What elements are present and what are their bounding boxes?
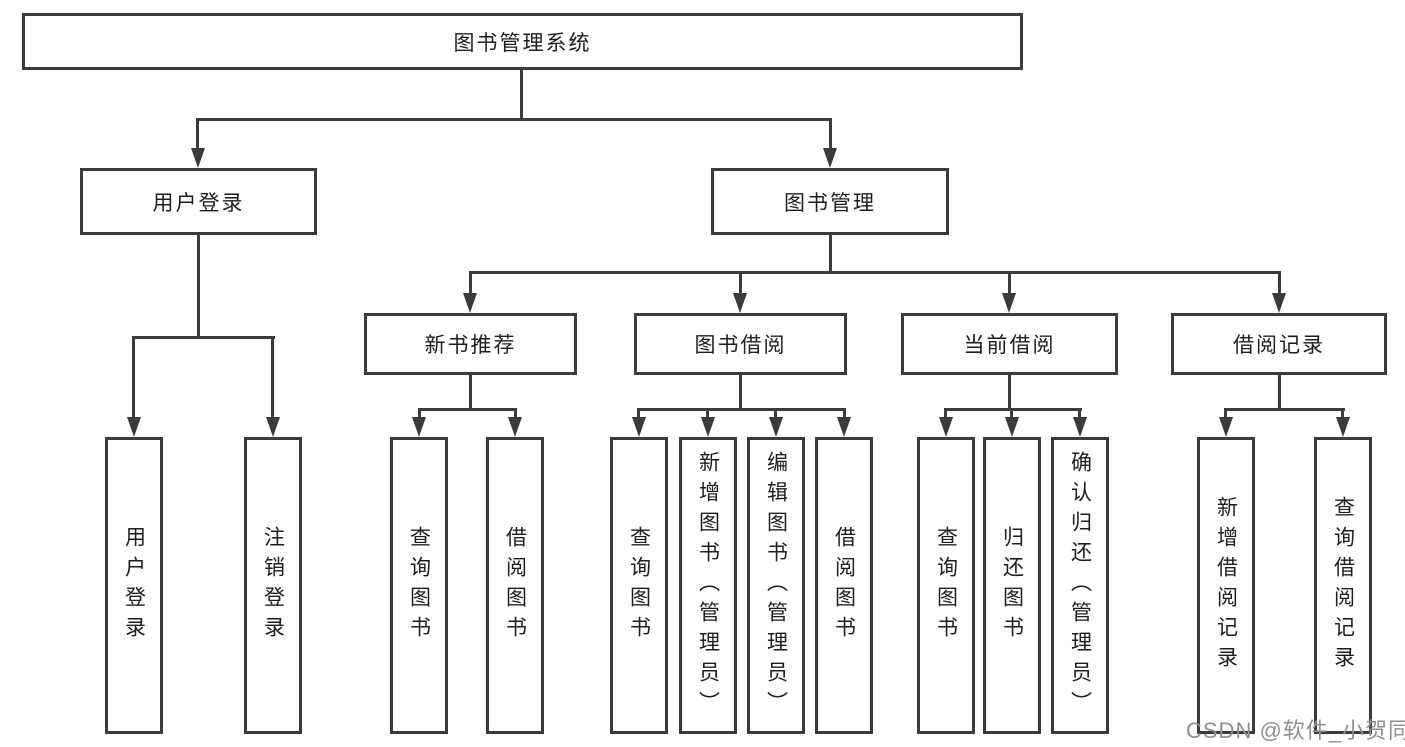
- connector-stem-new-book: [469, 375, 472, 409]
- connector-drop-leaf: [514, 408, 517, 421]
- leaf-borrow-add-admin: 新增图书（管理员）: [679, 437, 737, 734]
- arrowhead-down-icon: [1073, 417, 1087, 437]
- arrowhead-down-icon: [823, 148, 837, 168]
- connector-branch-borrow-record: [1225, 408, 1345, 411]
- leaf-newbook-borrow: 借阅图书: [486, 437, 544, 734]
- arrowhead-down-icon: [508, 417, 522, 437]
- connector-drop-leaf: [132, 336, 135, 421]
- node-user-login: 用户登录: [80, 168, 317, 235]
- connector-drop-leaf: [1224, 408, 1227, 421]
- connector-user-login-branch: [133, 336, 275, 339]
- leaf-logout: 注销登录: [244, 437, 302, 734]
- arrowhead-down-icon: [1336, 417, 1350, 437]
- arrowhead-down-icon: [412, 417, 426, 437]
- leaf-current-return: 归还图书: [983, 437, 1041, 734]
- arrowhead-down-icon: [266, 417, 280, 437]
- arrowhead-down-icon: [769, 417, 783, 437]
- connector-drop-leaf: [774, 408, 777, 421]
- connector-branch-current-borrow: [945, 408, 1082, 411]
- leaf-borrow-borrow: 借阅图书: [815, 437, 873, 734]
- node-book-management: 图书管理: [711, 168, 949, 235]
- arrowhead-down-icon: [701, 417, 715, 437]
- connector-drop-leaf: [944, 408, 947, 421]
- arrowhead-down-icon: [127, 417, 141, 437]
- leaf-record-query: 查询借阅记录: [1314, 437, 1372, 734]
- connector-level3-branch: [469, 271, 1281, 274]
- arrowhead-down-icon: [1219, 417, 1233, 437]
- node-new-book-recommend: 新书推荐: [364, 313, 577, 375]
- leaf-current-confirm-admin: 确认归还（管理员）: [1051, 437, 1109, 734]
- connector-drop-leaf: [637, 408, 640, 421]
- connector-drop-book-management: [829, 118, 832, 152]
- arrowhead-down-icon: [1002, 293, 1016, 313]
- leaf-newbook-query: 查询图书: [390, 437, 448, 734]
- leaf-user-login: 用户登录: [105, 437, 163, 734]
- connector-stem-current-borrow: [1008, 375, 1011, 409]
- arrowhead-down-icon: [939, 417, 953, 437]
- connector-branch-new-book: [418, 408, 517, 411]
- connector-drop-level3: [1278, 271, 1281, 297]
- connector-stem-borrow-record: [1278, 375, 1281, 409]
- connector-drop-leaf: [706, 408, 709, 421]
- connector-drop-user-login: [196, 118, 199, 152]
- connector-drop-level3: [739, 271, 742, 297]
- arrowhead-down-icon: [733, 293, 747, 313]
- connector-branch-book-borrow: [638, 408, 846, 411]
- leaf-record-add: 新增借阅记录: [1197, 437, 1255, 734]
- arrowhead-down-icon: [632, 417, 646, 437]
- leaf-borrow-edit-admin: 编辑图书（管理员）: [747, 437, 805, 734]
- connector-drop-leaf: [1010, 408, 1013, 421]
- arrowhead-down-icon: [191, 148, 205, 168]
- connector-root-stem: [520, 70, 523, 118]
- connector-level2-branch: [197, 118, 832, 121]
- connector-book-management-stem: [829, 235, 832, 273]
- node-book-borrow: 图书借阅: [634, 313, 847, 375]
- connector-drop-level3: [469, 271, 472, 297]
- connector-user-login-stem: [197, 235, 200, 336]
- connector-drop-leaf: [271, 336, 274, 421]
- connector-stem-book-borrow: [739, 375, 742, 409]
- node-root: 图书管理系统: [22, 13, 1023, 70]
- arrowhead-down-icon: [1272, 293, 1286, 313]
- connector-drop-leaf: [1078, 408, 1081, 421]
- arrowhead-down-icon: [463, 293, 477, 313]
- watermark: CSDN @软件_小贺同学: [1186, 718, 1405, 743]
- node-current-borrow: 当前借阅: [901, 313, 1118, 375]
- leaf-current-query: 查询图书: [917, 437, 975, 734]
- node-borrow-record: 借阅记录: [1171, 313, 1387, 375]
- connector-drop-leaf: [1341, 408, 1344, 421]
- arrowhead-down-icon: [837, 417, 851, 437]
- arrowhead-down-icon: [1005, 417, 1019, 437]
- connector-drop-leaf: [418, 408, 421, 421]
- leaf-borrow-query: 查询图书: [610, 437, 668, 734]
- connector-drop-level3: [1008, 271, 1011, 297]
- connector-drop-leaf: [843, 408, 846, 421]
